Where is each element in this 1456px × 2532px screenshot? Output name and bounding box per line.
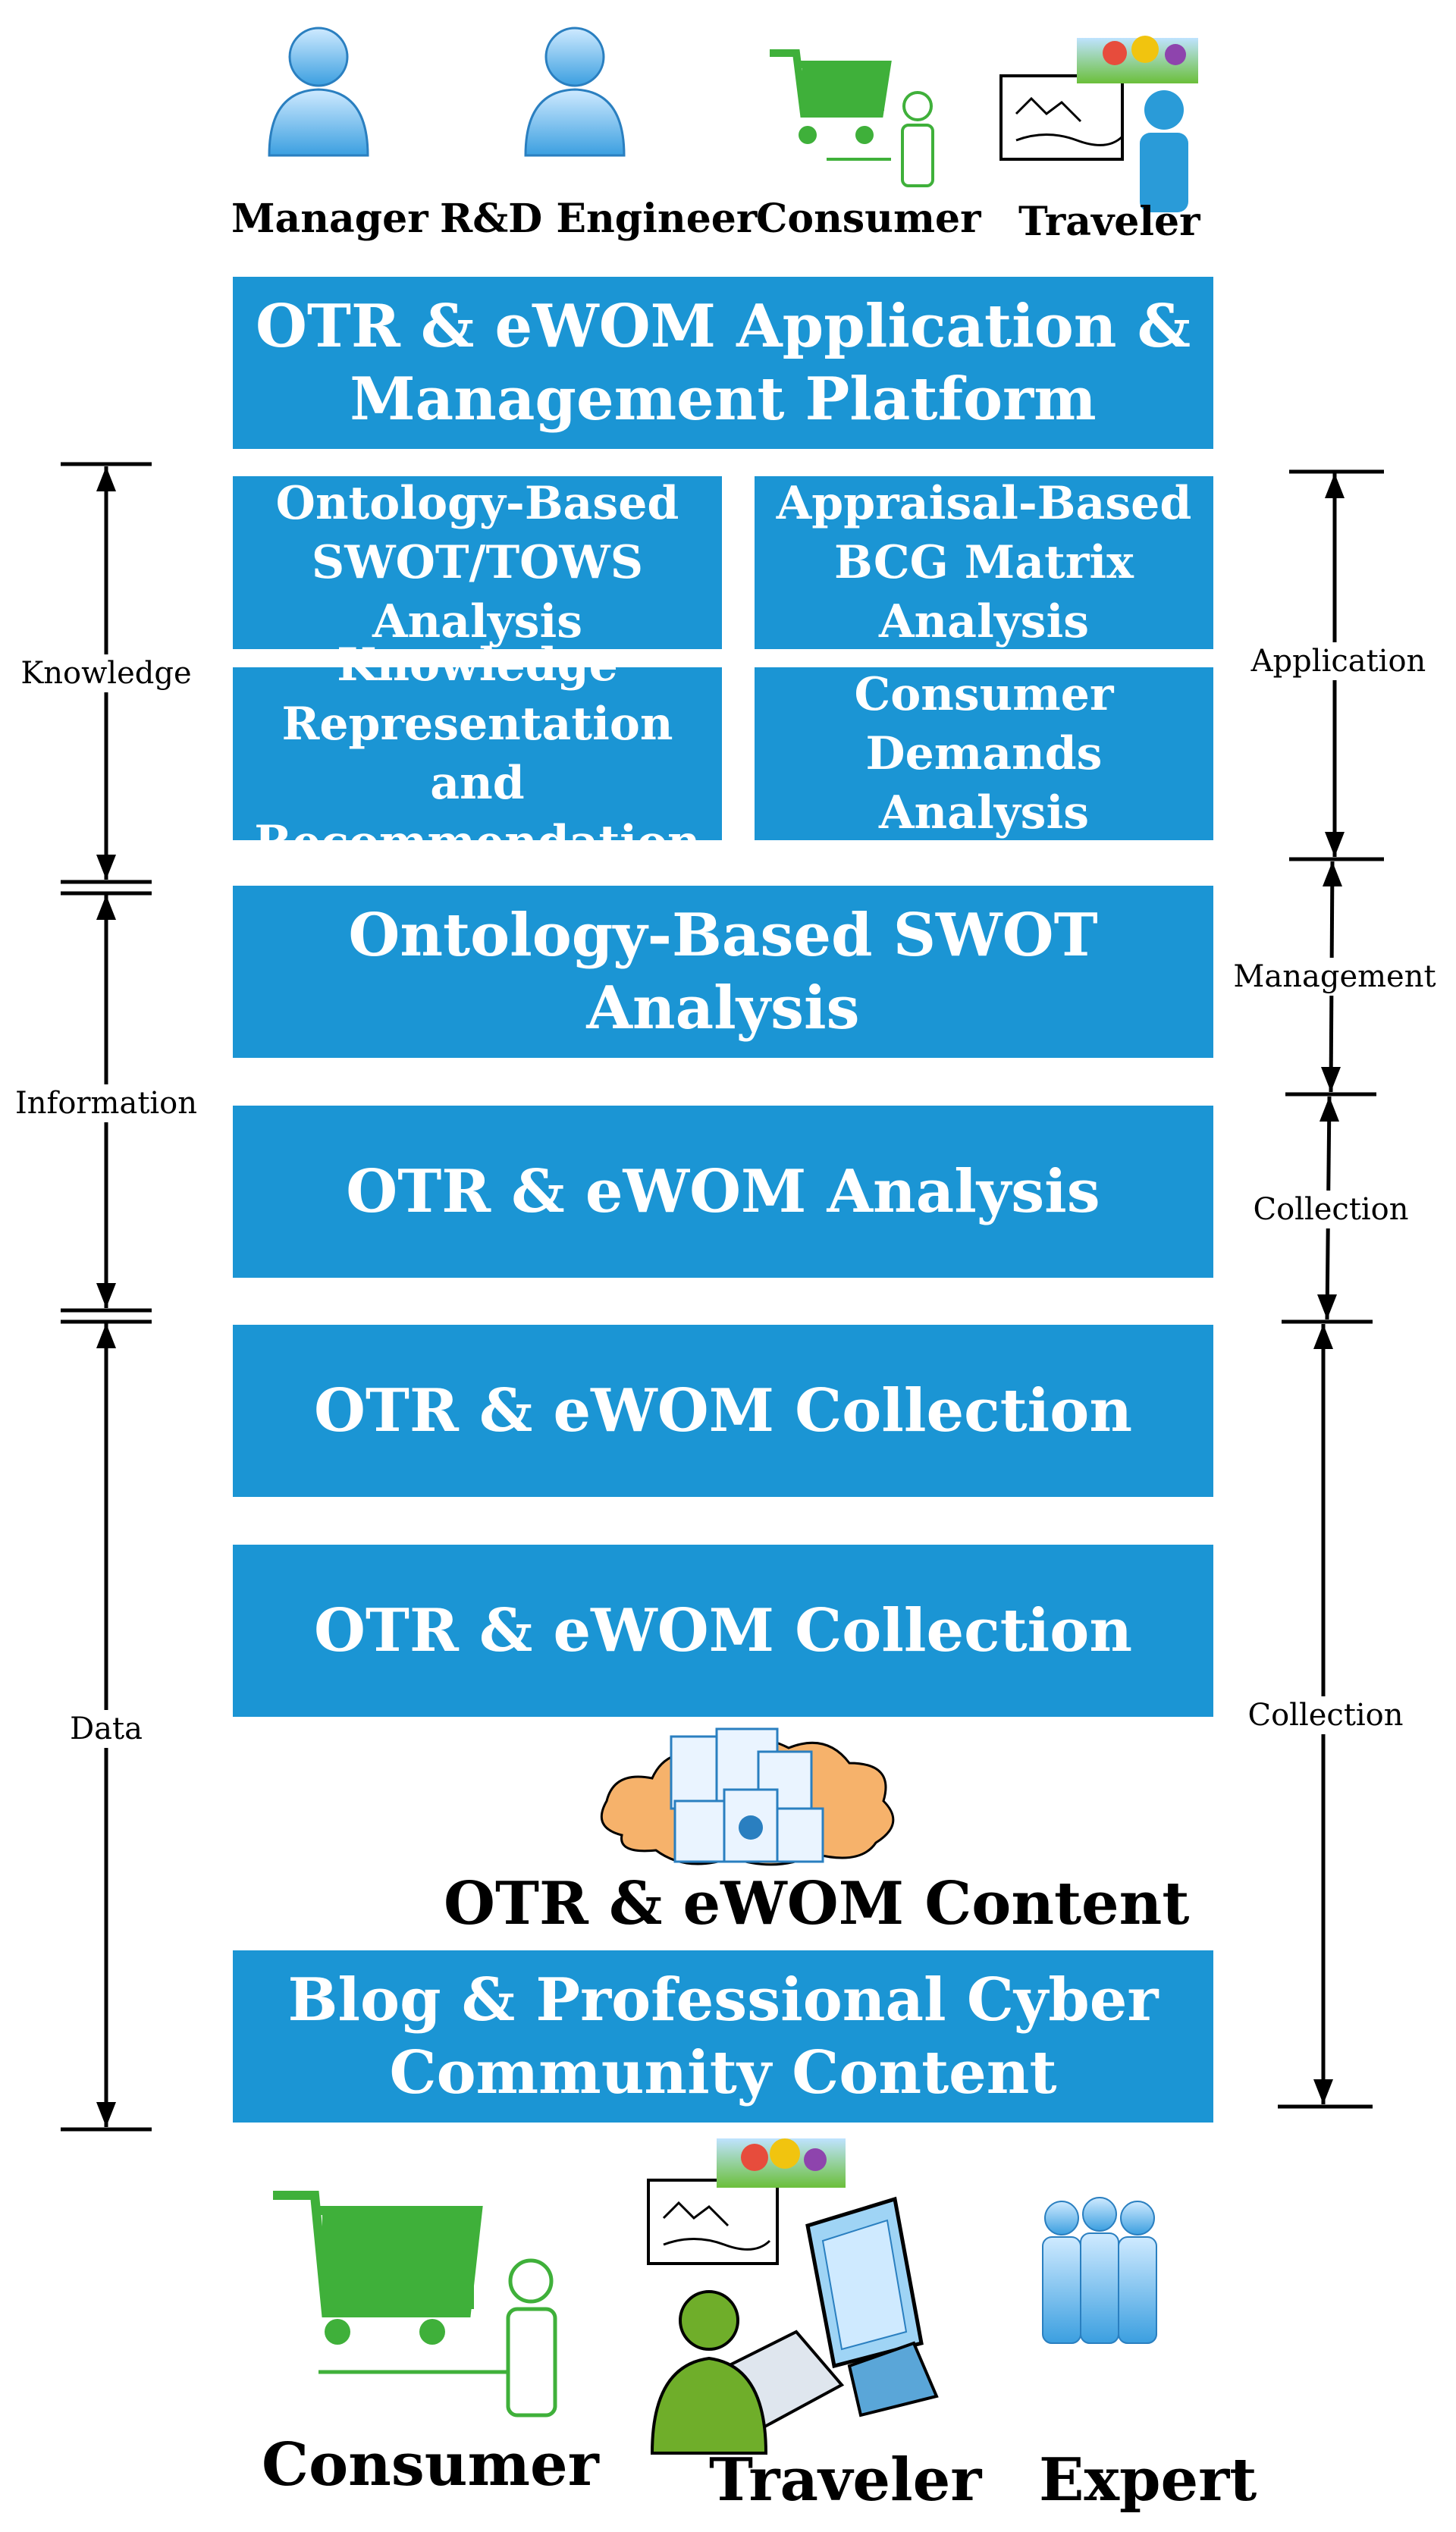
consumer-top-label: Consumer <box>756 196 981 242</box>
traveler-computer-icon <box>647 2138 939 2455</box>
swot-tows-box: Ontology-Based SWOT/TOWS Analysis <box>233 476 722 649</box>
shopping-cart-person-icon <box>273 2191 557 2417</box>
traveler-icon <box>999 36 1198 212</box>
manager-icon <box>268 27 369 157</box>
engineer-icon <box>524 27 626 157</box>
platform-box: OTR & eWOM Application & Management Plat… <box>233 277 1213 449</box>
rd-engineer-label: R&D Engineer <box>440 196 758 242</box>
left-axis-label-information: Information <box>10 1084 202 1122</box>
blog-community-box: Blog & Professional Cyber Community Cont… <box>233 1950 1213 2123</box>
content-title: OTR & eWOM Content <box>444 1869 1190 1938</box>
traveler-top-label: Traveler <box>1018 199 1200 245</box>
expert-bottom-label: Expert <box>1039 2446 1257 2515</box>
collection-box-2: OTR & eWOM Collection <box>233 1545 1213 1717</box>
right-axis-label-management: Management <box>1228 958 1441 996</box>
swot-analysis-box: Ontology-Based SWOT Analysis <box>233 886 1213 1058</box>
right-axis-label-collection-upper: Collection <box>1248 1191 1414 1228</box>
shopping-cart-person-icon <box>770 49 934 187</box>
right-axis-label-application: Application <box>1246 642 1431 680</box>
collection-box-1: OTR & eWOM Collection <box>233 1325 1213 1497</box>
right-axis <box>1278 469 1384 2109</box>
bcg-matrix-box: Appraisal-Based BCG Matrix Analysis <box>755 476 1213 649</box>
experts-group-icon <box>1042 2197 1157 2344</box>
content-cloud-icon <box>600 1727 895 1866</box>
left-axis <box>61 462 152 2132</box>
consumer-bottom-label: Consumer <box>262 2430 599 2499</box>
left-axis-label-data: Data <box>65 1710 147 1748</box>
analysis-box: OTR & eWOM Analysis <box>233 1106 1213 1278</box>
manager-label: Manager <box>231 196 428 242</box>
traveler-bottom-label: Traveler <box>709 2446 982 2515</box>
right-axis-label-collection-lower: Collection <box>1243 1696 1408 1734</box>
knowledge-representation-box: Knowledge Representation and Recommendat… <box>233 638 722 869</box>
left-axis-label-knowledge: Knowledge <box>16 654 196 692</box>
consumer-demands-box: Consumer Demands Analysis <box>755 667 1213 840</box>
